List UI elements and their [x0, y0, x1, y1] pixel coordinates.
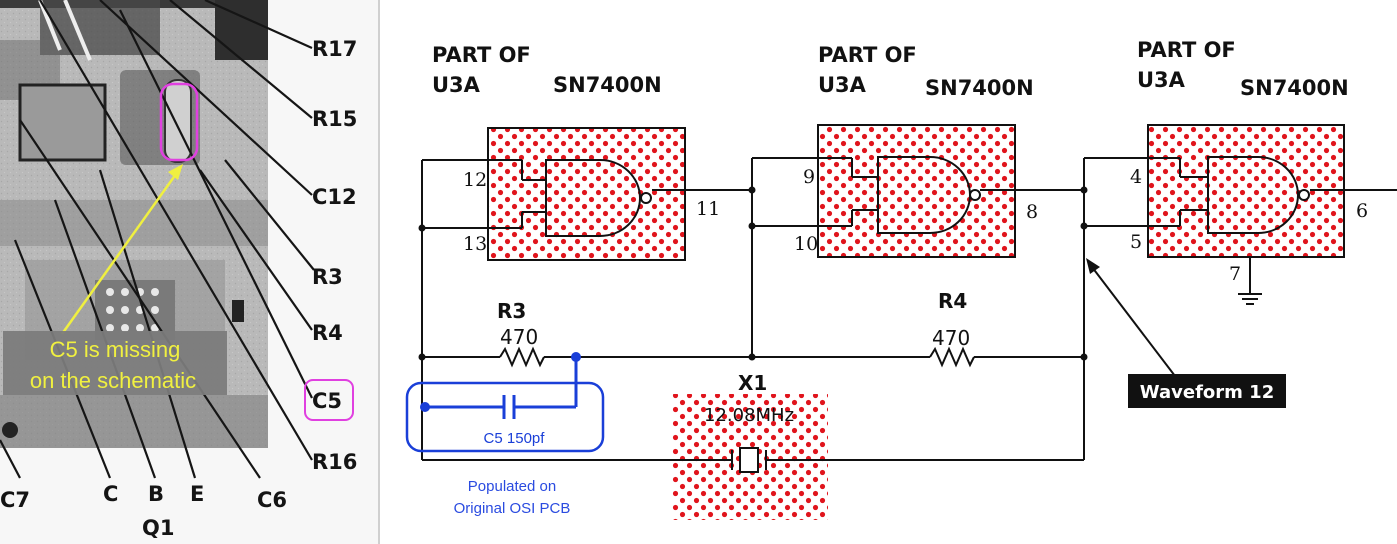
waveform-pointer-icon	[1086, 258, 1176, 377]
label-c12: C12	[312, 185, 357, 209]
yellow-arrow-icon	[60, 164, 183, 335]
schematic: PART OF U3A SN7400N PART OF U3A SN7400N …	[405, 38, 1397, 520]
r3-value: 470	[500, 325, 538, 349]
pin-4: 4	[1130, 166, 1142, 188]
gate-3-chip: SN7400N	[1240, 76, 1349, 100]
resistor-r4-symbol	[929, 346, 975, 368]
missing-note-line2: on the schematic	[30, 368, 196, 393]
label-c5: C5	[312, 389, 342, 413]
missing-note-callout: C5 is missing on the schematic	[3, 331, 227, 395]
pin-11: 11	[696, 198, 720, 220]
nand-gate-1	[522, 159, 652, 237]
pin-8: 8	[1026, 201, 1038, 223]
c5-caption-1: Populated on	[468, 478, 556, 495]
resistor-r3-symbol	[499, 346, 545, 368]
label-c6: C6	[257, 488, 287, 512]
r3-ref: R3	[497, 299, 526, 323]
label-r16: R16	[312, 450, 357, 474]
label-c7: C7	[0, 488, 30, 512]
label-b: B	[148, 482, 164, 506]
c5-caption-2: Original OSI PCB	[454, 500, 571, 517]
gate-3-ref: U3A	[1137, 68, 1186, 92]
label-r4: R4	[312, 321, 343, 345]
gate-1-part-of: PART OF	[432, 43, 531, 67]
label-e: E	[190, 482, 204, 506]
gate-1-highlight	[487, 127, 686, 261]
x1-ref: X1	[738, 371, 767, 395]
gate-2-part-of: PART OF	[818, 43, 917, 67]
waveform-badge	[1128, 374, 1286, 408]
label-r15: R15	[312, 107, 357, 131]
pcb-photo: R17 R15 C12 R3 R4 C5 R16 C7 C B E C6 Q1 …	[0, 0, 380, 544]
label-r17: R17	[312, 37, 357, 61]
missing-note-bg	[3, 331, 227, 395]
gate-1-ref: U3A	[432, 73, 481, 97]
junctions	[418, 186, 1088, 361]
pin-5: 5	[1130, 231, 1142, 253]
pin-10: 10	[794, 233, 818, 255]
c5-label-highlight	[304, 379, 354, 421]
c5-part-highlight	[159, 82, 199, 162]
gate-1-chip: SN7400N	[553, 73, 662, 97]
r4-value: 470	[932, 326, 970, 350]
pin-7: 7	[1229, 263, 1241, 285]
pin-6: 6	[1356, 200, 1368, 222]
x1-value: 12.08MHz	[704, 405, 794, 426]
missing-note-line1: C5 is missing	[50, 337, 181, 362]
r4-ref: R4	[938, 289, 967, 313]
pin-13: 13	[463, 233, 487, 255]
ground-icon	[1238, 293, 1262, 305]
waveform-label: Waveform 12	[1140, 382, 1274, 403]
page-gutter	[378, 0, 380, 544]
label-q1: Q1	[142, 516, 174, 540]
crystal-x1-symbol	[731, 447, 767, 473]
label-r3: R3	[312, 265, 343, 289]
nand-gate-2	[852, 156, 981, 234]
capacitor-c5-symbol	[425, 358, 578, 419]
nand-gate-3	[1180, 156, 1310, 234]
c5-value-label: C5 150pf	[484, 430, 546, 447]
pin-9: 9	[803, 166, 815, 188]
c5-annotation: C5 150pf Populated on Original OSI PCB	[405, 352, 605, 517]
label-c: C	[103, 482, 118, 506]
gate-2-ref: U3A	[818, 73, 867, 97]
gate-3-part-of: PART OF	[1137, 38, 1236, 62]
c5-annotation-box	[405, 381, 605, 453]
gate-2-chip: SN7400N	[925, 76, 1034, 100]
pin-12: 12	[463, 169, 487, 191]
